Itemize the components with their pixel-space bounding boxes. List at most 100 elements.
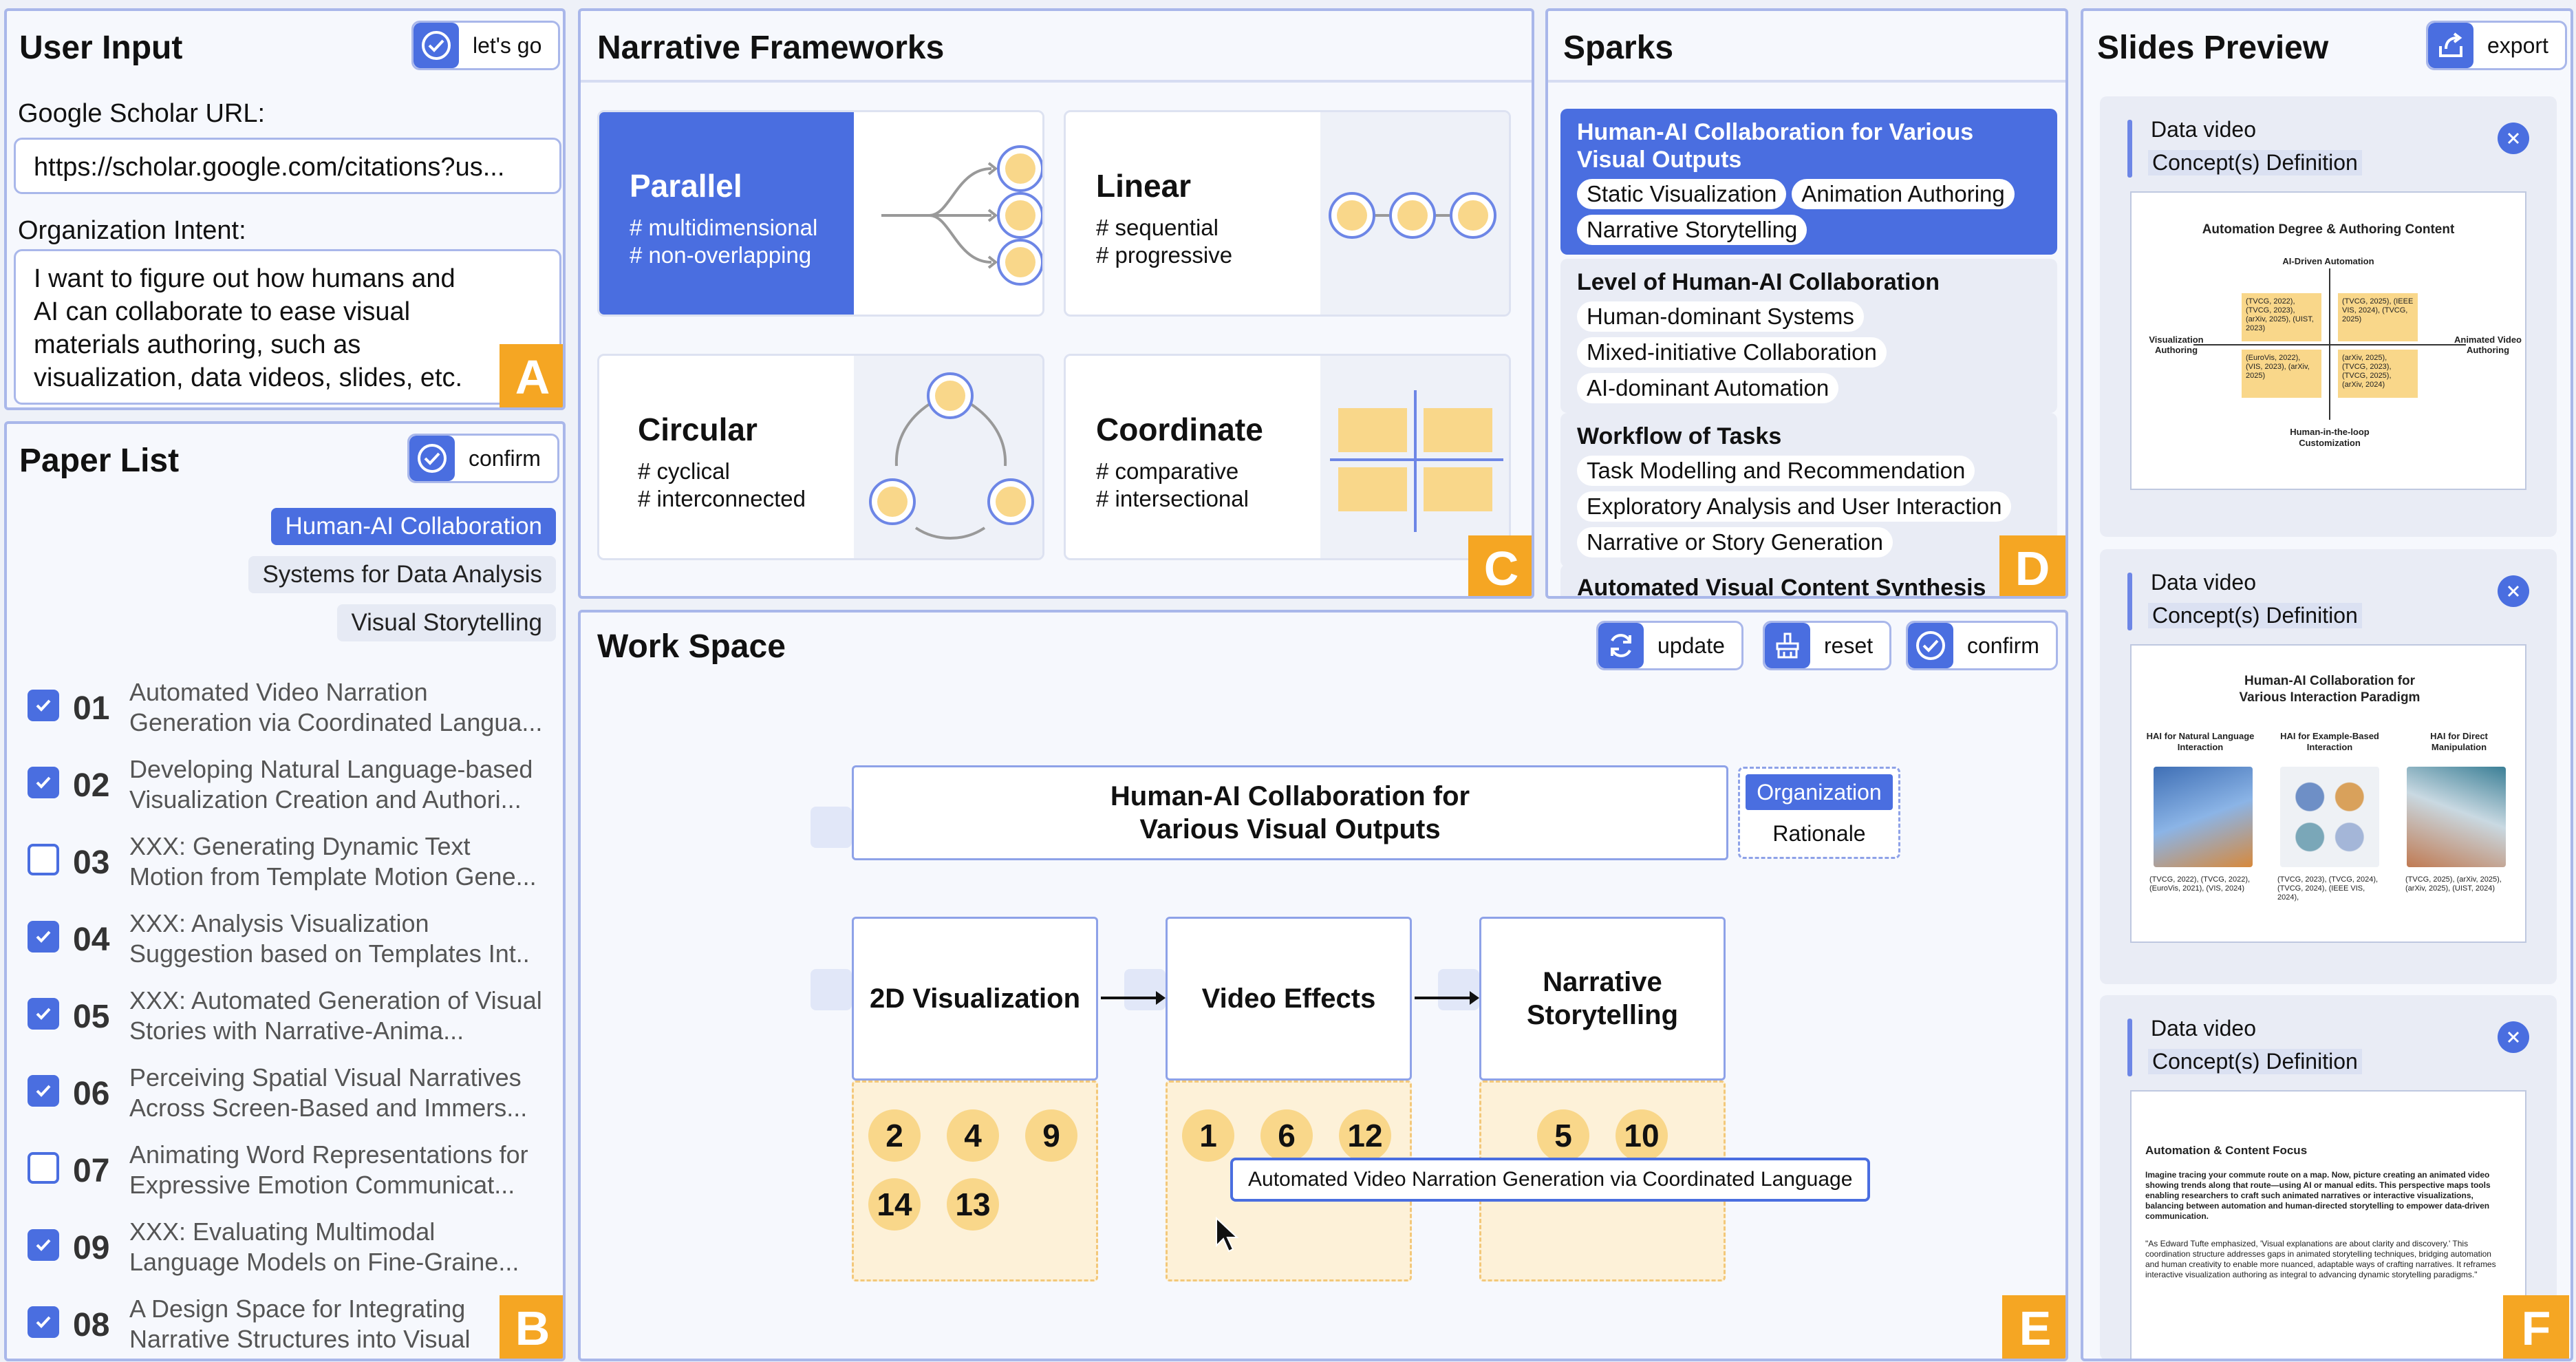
export-button[interactable]: export	[2426, 21, 2567, 70]
slide-kind: Data video	[2151, 117, 2256, 142]
narrative-frameworks-panel: Narrative Frameworks Parallel # multidim…	[578, 8, 1534, 599]
lets-go-label: let's go	[473, 32, 542, 58]
paper-checkbox[interactable]	[28, 1075, 59, 1107]
paper-checkbox[interactable]	[28, 1229, 59, 1261]
paper-confirm-button[interactable]: confirm	[407, 434, 559, 483]
spark-item[interactable]: Task Modelling and Recommendation	[1577, 456, 1975, 486]
spark-item[interactable]: Mixed-initiative Collaboration	[1577, 337, 1887, 368]
main-topic-node[interactable]: Human-AI Collaboration for Various Visua…	[852, 765, 1728, 860]
paper-ball[interactable]: 14	[868, 1178, 921, 1231]
close-icon[interactable]	[2498, 575, 2529, 607]
paper-ball[interactable]: 1	[1182, 1109, 1234, 1162]
paper-checkbox[interactable]	[28, 1152, 59, 1184]
scholar-url-input[interactable]: https://scholar.google.com/citations?us.…	[14, 138, 561, 194]
organization-intent-input[interactable]: I want to figure out how humans and AI c…	[14, 249, 561, 405]
tag-systems-for-data-analysis[interactable]: Systems for Data Analysis	[248, 556, 556, 593]
paper-ball[interactable]: 6	[1260, 1109, 1313, 1162]
category-node-narrative-storytelling[interactable]: Narrative Storytelling	[1479, 917, 1726, 1081]
panel-marker-c: C	[1468, 535, 1532, 596]
paper-checkbox[interactable]	[28, 1306, 59, 1338]
close-icon[interactable]	[2498, 1021, 2529, 1053]
tag-human-ai-collaboration[interactable]: Human-AI Collaboration	[271, 508, 556, 545]
spark-item[interactable]: Animation Authoring	[1792, 179, 2015, 209]
paper-number: 09	[73, 1230, 110, 1266]
update-button[interactable]: update	[1596, 621, 1743, 670]
paper-number: 05	[73, 999, 110, 1035]
spark-item[interactable]: Narrative or Story Generation	[1577, 527, 1893, 557]
paper-checkbox[interactable]	[28, 844, 59, 875]
spark-item[interactable]: Human-dominant Systems	[1577, 301, 1864, 332]
slide-card[interactable]: Data video Concept(s) Definition Human-A…	[2100, 549, 2557, 984]
tag-visual-storytelling[interactable]: Visual Storytelling	[337, 604, 556, 641]
flow-arrows	[1101, 991, 1479, 1005]
paper-ball[interactable]: 2	[868, 1109, 921, 1162]
reset-button[interactable]: reset	[1763, 621, 1892, 670]
framework-name: Parallel	[630, 168, 742, 204]
paper-ball[interactable]: 5	[1537, 1109, 1589, 1162]
paper-ball[interactable]: 13	[947, 1178, 999, 1231]
paper-ball[interactable]: 12	[1339, 1109, 1391, 1162]
spark-item[interactable]: Narrative Storytelling	[1577, 215, 1807, 245]
framework-circular[interactable]: Circular # cyclical # interconnected	[597, 354, 1044, 560]
slide-card[interactable]: Data video Concept(s) Definition Automat…	[2100, 995, 2557, 1359]
spark-group-visual-outputs[interactable]: Human-AI Collaboration for Various Visua…	[1560, 109, 2057, 255]
paper-checkbox[interactable]	[28, 767, 59, 798]
spark-group-level[interactable]: Level of Human-AI Collaboration Human-do…	[1560, 259, 2057, 413]
spark-item[interactable]: Static Visualization	[1577, 179, 1787, 209]
lets-go-button[interactable]: let's go	[411, 21, 561, 70]
framework-name: Circular	[638, 412, 758, 447]
paper-ball[interactable]: 4	[947, 1109, 999, 1162]
update-label: update	[1657, 632, 1725, 658]
toggle-rationale[interactable]: Rationale	[1772, 820, 1866, 846]
illustration-image	[2280, 767, 2379, 867]
close-icon[interactable]	[2498, 123, 2529, 154]
slides-preview-title: Slides Preview	[2097, 30, 2329, 66]
category-node-2d-visualization[interactable]: 2D Visualization	[852, 917, 1098, 1081]
toggle-organization[interactable]: Organization	[1746, 774, 1893, 810]
paper-checkbox[interactable]	[28, 998, 59, 1030]
slide-page: Automation Degree & Authoring Content AI…	[2130, 191, 2526, 490]
slide-page: Human-AI Collaboration for Various Inter…	[2130, 644, 2526, 943]
framework-linear[interactable]: Linear # sequential # progressive	[1064, 110, 1511, 317]
paper-ball[interactable]: 9	[1025, 1109, 1077, 1162]
workspace-confirm-label: confirm	[1967, 632, 2039, 658]
paper-list-title: Paper List	[19, 443, 180, 479]
paper-checkbox[interactable]	[28, 690, 59, 721]
illustration-image	[2154, 767, 2253, 867]
slide-page: Automation & Content Focus Imagine traci…	[2130, 1090, 2526, 1359]
category-node-video-effects[interactable]: Video Effects	[1166, 917, 1412, 1081]
paper-list-panel: Paper List confirm Human-AI Collaboratio…	[4, 421, 566, 1361]
work-space-panel: Work Space update reset confirm Human-AI…	[578, 610, 2068, 1361]
paper-number: 04	[73, 922, 110, 958]
paper-checkbox[interactable]	[28, 921, 59, 953]
export-label: export	[2487, 32, 2548, 58]
spark-item[interactable]: AI-dominant Automation	[1577, 373, 1839, 403]
paper-number: 03	[73, 844, 110, 881]
check-circle-icon	[414, 23, 459, 68]
paper-number: 02	[73, 767, 110, 804]
framework-parallel[interactable]: Parallel # multidimensional # non-overla…	[597, 110, 1044, 317]
spark-group-synthesis[interactable]: Automated Visual Content Synthesis	[1560, 564, 2057, 596]
slide-card[interactable]: Data video Concept(s) Definition Automat…	[2100, 96, 2557, 537]
workspace-confirm-button[interactable]: confirm	[1906, 621, 2058, 670]
spark-group-workflow[interactable]: Workflow of Tasks Task Modelling and Rec…	[1560, 413, 2057, 567]
work-space-title: Work Space	[597, 628, 786, 665]
coordinate-diagram	[1320, 356, 1509, 558]
paper-ball[interactable]: 10	[1616, 1109, 1668, 1162]
spark-item[interactable]: Exploratory Analysis and User Interactio…	[1577, 491, 2012, 522]
framework-coordinate[interactable]: Coordinate # comparative # intersectiona…	[1064, 354, 1511, 560]
broom-icon	[1765, 623, 1810, 668]
